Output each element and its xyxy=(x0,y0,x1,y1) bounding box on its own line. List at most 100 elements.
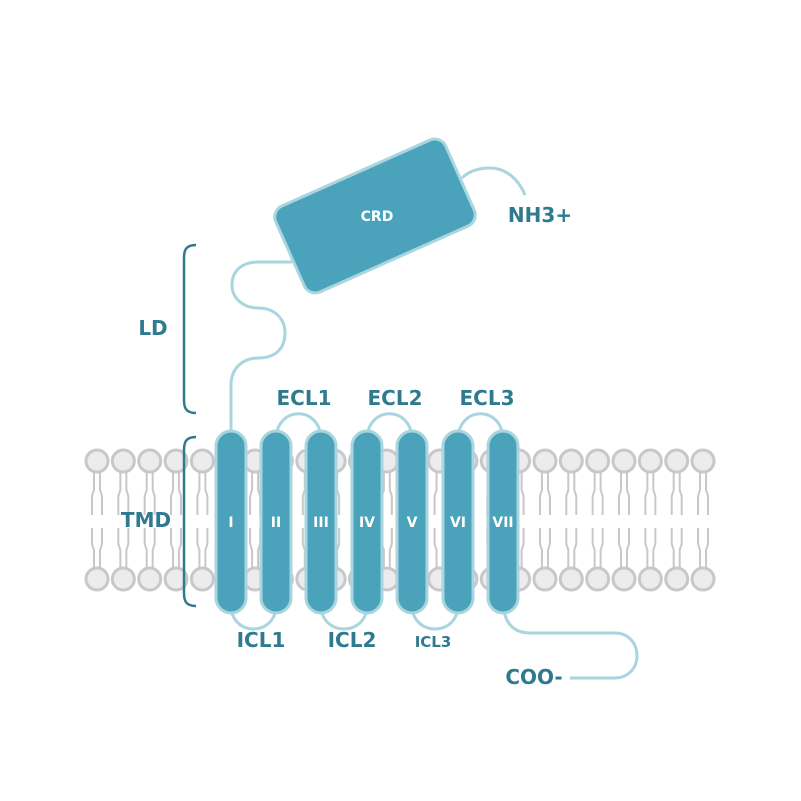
lipid xyxy=(110,448,136,592)
lipid-tail xyxy=(117,472,122,568)
lipid-head xyxy=(110,448,136,474)
lipid-head xyxy=(189,448,215,474)
lipid-tail xyxy=(565,472,570,568)
lipid-head xyxy=(690,566,716,592)
lipid-head xyxy=(558,448,584,474)
n-terminal-tail xyxy=(460,166,527,196)
lipid-head xyxy=(690,448,716,474)
lipid xyxy=(163,448,189,592)
helix-body xyxy=(214,429,248,615)
lipid-head xyxy=(611,448,637,474)
lipid xyxy=(532,448,558,592)
lipid-head xyxy=(532,448,558,474)
lipid-head xyxy=(585,566,611,592)
lipid-tail xyxy=(626,472,630,568)
tmd-label: TMD xyxy=(121,508,171,532)
lipid-head xyxy=(637,448,663,474)
lipid-tail xyxy=(204,472,209,568)
lipid-head xyxy=(84,566,110,592)
lipid xyxy=(664,448,690,592)
ld-bracket xyxy=(182,243,197,415)
c-terminal-tail xyxy=(501,604,639,680)
lipid-tail xyxy=(644,472,649,568)
lipid xyxy=(637,448,663,592)
lipid-tail xyxy=(249,472,254,568)
crd-box xyxy=(273,137,477,295)
lipid-head xyxy=(664,566,690,592)
ld-linker xyxy=(229,260,292,440)
lipid xyxy=(611,448,637,592)
lipid-tail xyxy=(670,472,675,568)
helix-label: VI xyxy=(450,515,466,531)
helix-6: VI xyxy=(441,429,475,615)
lipid xyxy=(585,448,611,592)
helix-label: IV xyxy=(359,515,375,531)
lipid-head xyxy=(189,566,215,592)
helix-label: V xyxy=(407,515,418,531)
lipid-head xyxy=(585,448,611,474)
c-terminus-label: COO- xyxy=(505,665,562,689)
lipid xyxy=(84,448,110,592)
helix-5: V xyxy=(395,429,429,615)
lipid-tail xyxy=(91,472,95,568)
lipid-tail xyxy=(99,472,103,568)
helix-body xyxy=(441,429,475,615)
lipid-head xyxy=(611,566,637,592)
helix-3: III xyxy=(304,429,338,615)
lipid-tail xyxy=(591,472,596,568)
lipid-tail xyxy=(546,472,551,568)
lipid-tail xyxy=(125,472,130,568)
helix-label: I xyxy=(228,515,233,531)
lipid-tail xyxy=(697,472,702,568)
lipid-head xyxy=(558,566,584,592)
n-terminus-label: NH3+ xyxy=(508,203,572,227)
helix-2: II xyxy=(259,429,293,615)
icl2-label: ICL2 xyxy=(328,628,377,652)
ld-label: LD xyxy=(138,316,167,340)
tmd-bracket xyxy=(182,435,197,608)
ecl3-label: ECL3 xyxy=(460,386,515,410)
lipid-tail xyxy=(170,472,175,568)
ecl2-label: ECL2 xyxy=(368,386,423,410)
helix-body xyxy=(304,429,338,615)
lipid-head xyxy=(110,566,136,592)
lipid-tail xyxy=(433,472,438,568)
lipid-head xyxy=(664,448,690,474)
lipid-head xyxy=(163,566,189,592)
helix-body xyxy=(350,429,384,615)
crd-label: CRD xyxy=(361,209,394,225)
helix-1: I xyxy=(214,429,248,615)
lipid xyxy=(137,448,163,592)
icl1-label: ICL1 xyxy=(237,628,286,652)
lipid-tail xyxy=(388,472,393,568)
crd-domain xyxy=(273,137,477,295)
lipid xyxy=(690,448,716,592)
helix-body xyxy=(486,429,520,615)
lipid-tail xyxy=(538,472,543,568)
lipid-tail xyxy=(618,472,622,568)
lipid-tail xyxy=(520,472,525,568)
helix-body xyxy=(395,429,429,615)
helix-7: VII xyxy=(486,429,520,615)
lipid-tail xyxy=(678,472,683,568)
lipid-head xyxy=(163,448,189,474)
helix-label: II xyxy=(271,515,281,531)
lipid xyxy=(558,448,584,592)
lipid-tail xyxy=(178,472,183,568)
lipid-head xyxy=(137,566,163,592)
helix-body xyxy=(259,429,293,615)
lipid-head xyxy=(532,566,558,592)
ecl1-label: ECL1 xyxy=(277,386,332,410)
lipid-head xyxy=(137,448,163,474)
lipid-tail xyxy=(599,472,604,568)
lipid-tail xyxy=(573,472,578,568)
lipid-tail xyxy=(705,472,710,568)
lipid-tail xyxy=(652,472,657,568)
lipid xyxy=(189,448,215,592)
icl3-label: ICL3 xyxy=(415,633,452,651)
lipid-tail xyxy=(196,472,201,568)
helix-4: IV xyxy=(350,429,384,615)
